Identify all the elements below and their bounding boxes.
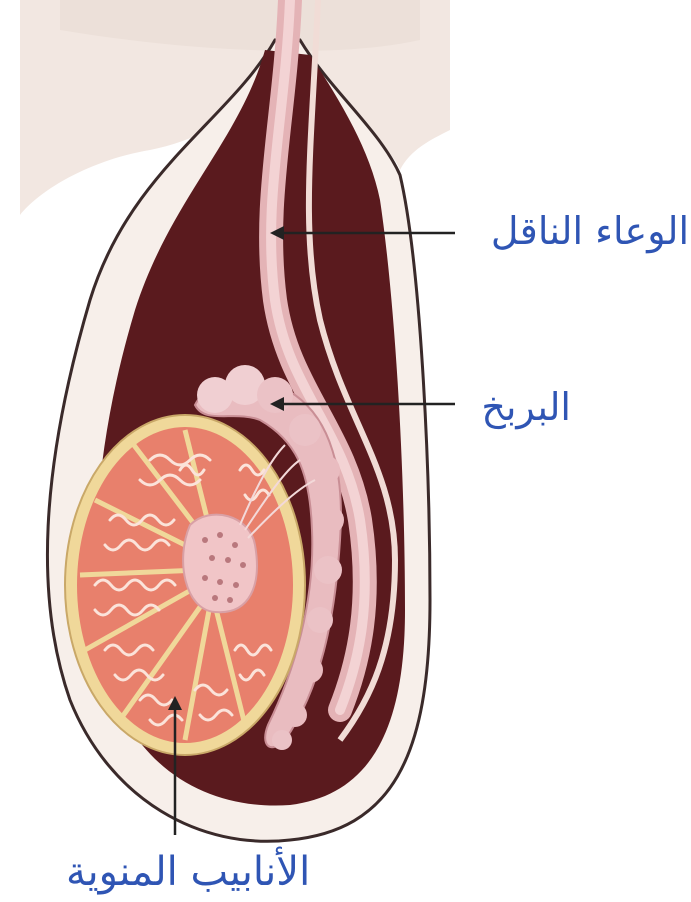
label-vas-deferens: الوعاء الناقل bbox=[491, 212, 689, 250]
label-epididymis: البربخ bbox=[481, 388, 571, 426]
label-seminiferous-tubules: الأنابيب المنوية bbox=[66, 852, 310, 892]
